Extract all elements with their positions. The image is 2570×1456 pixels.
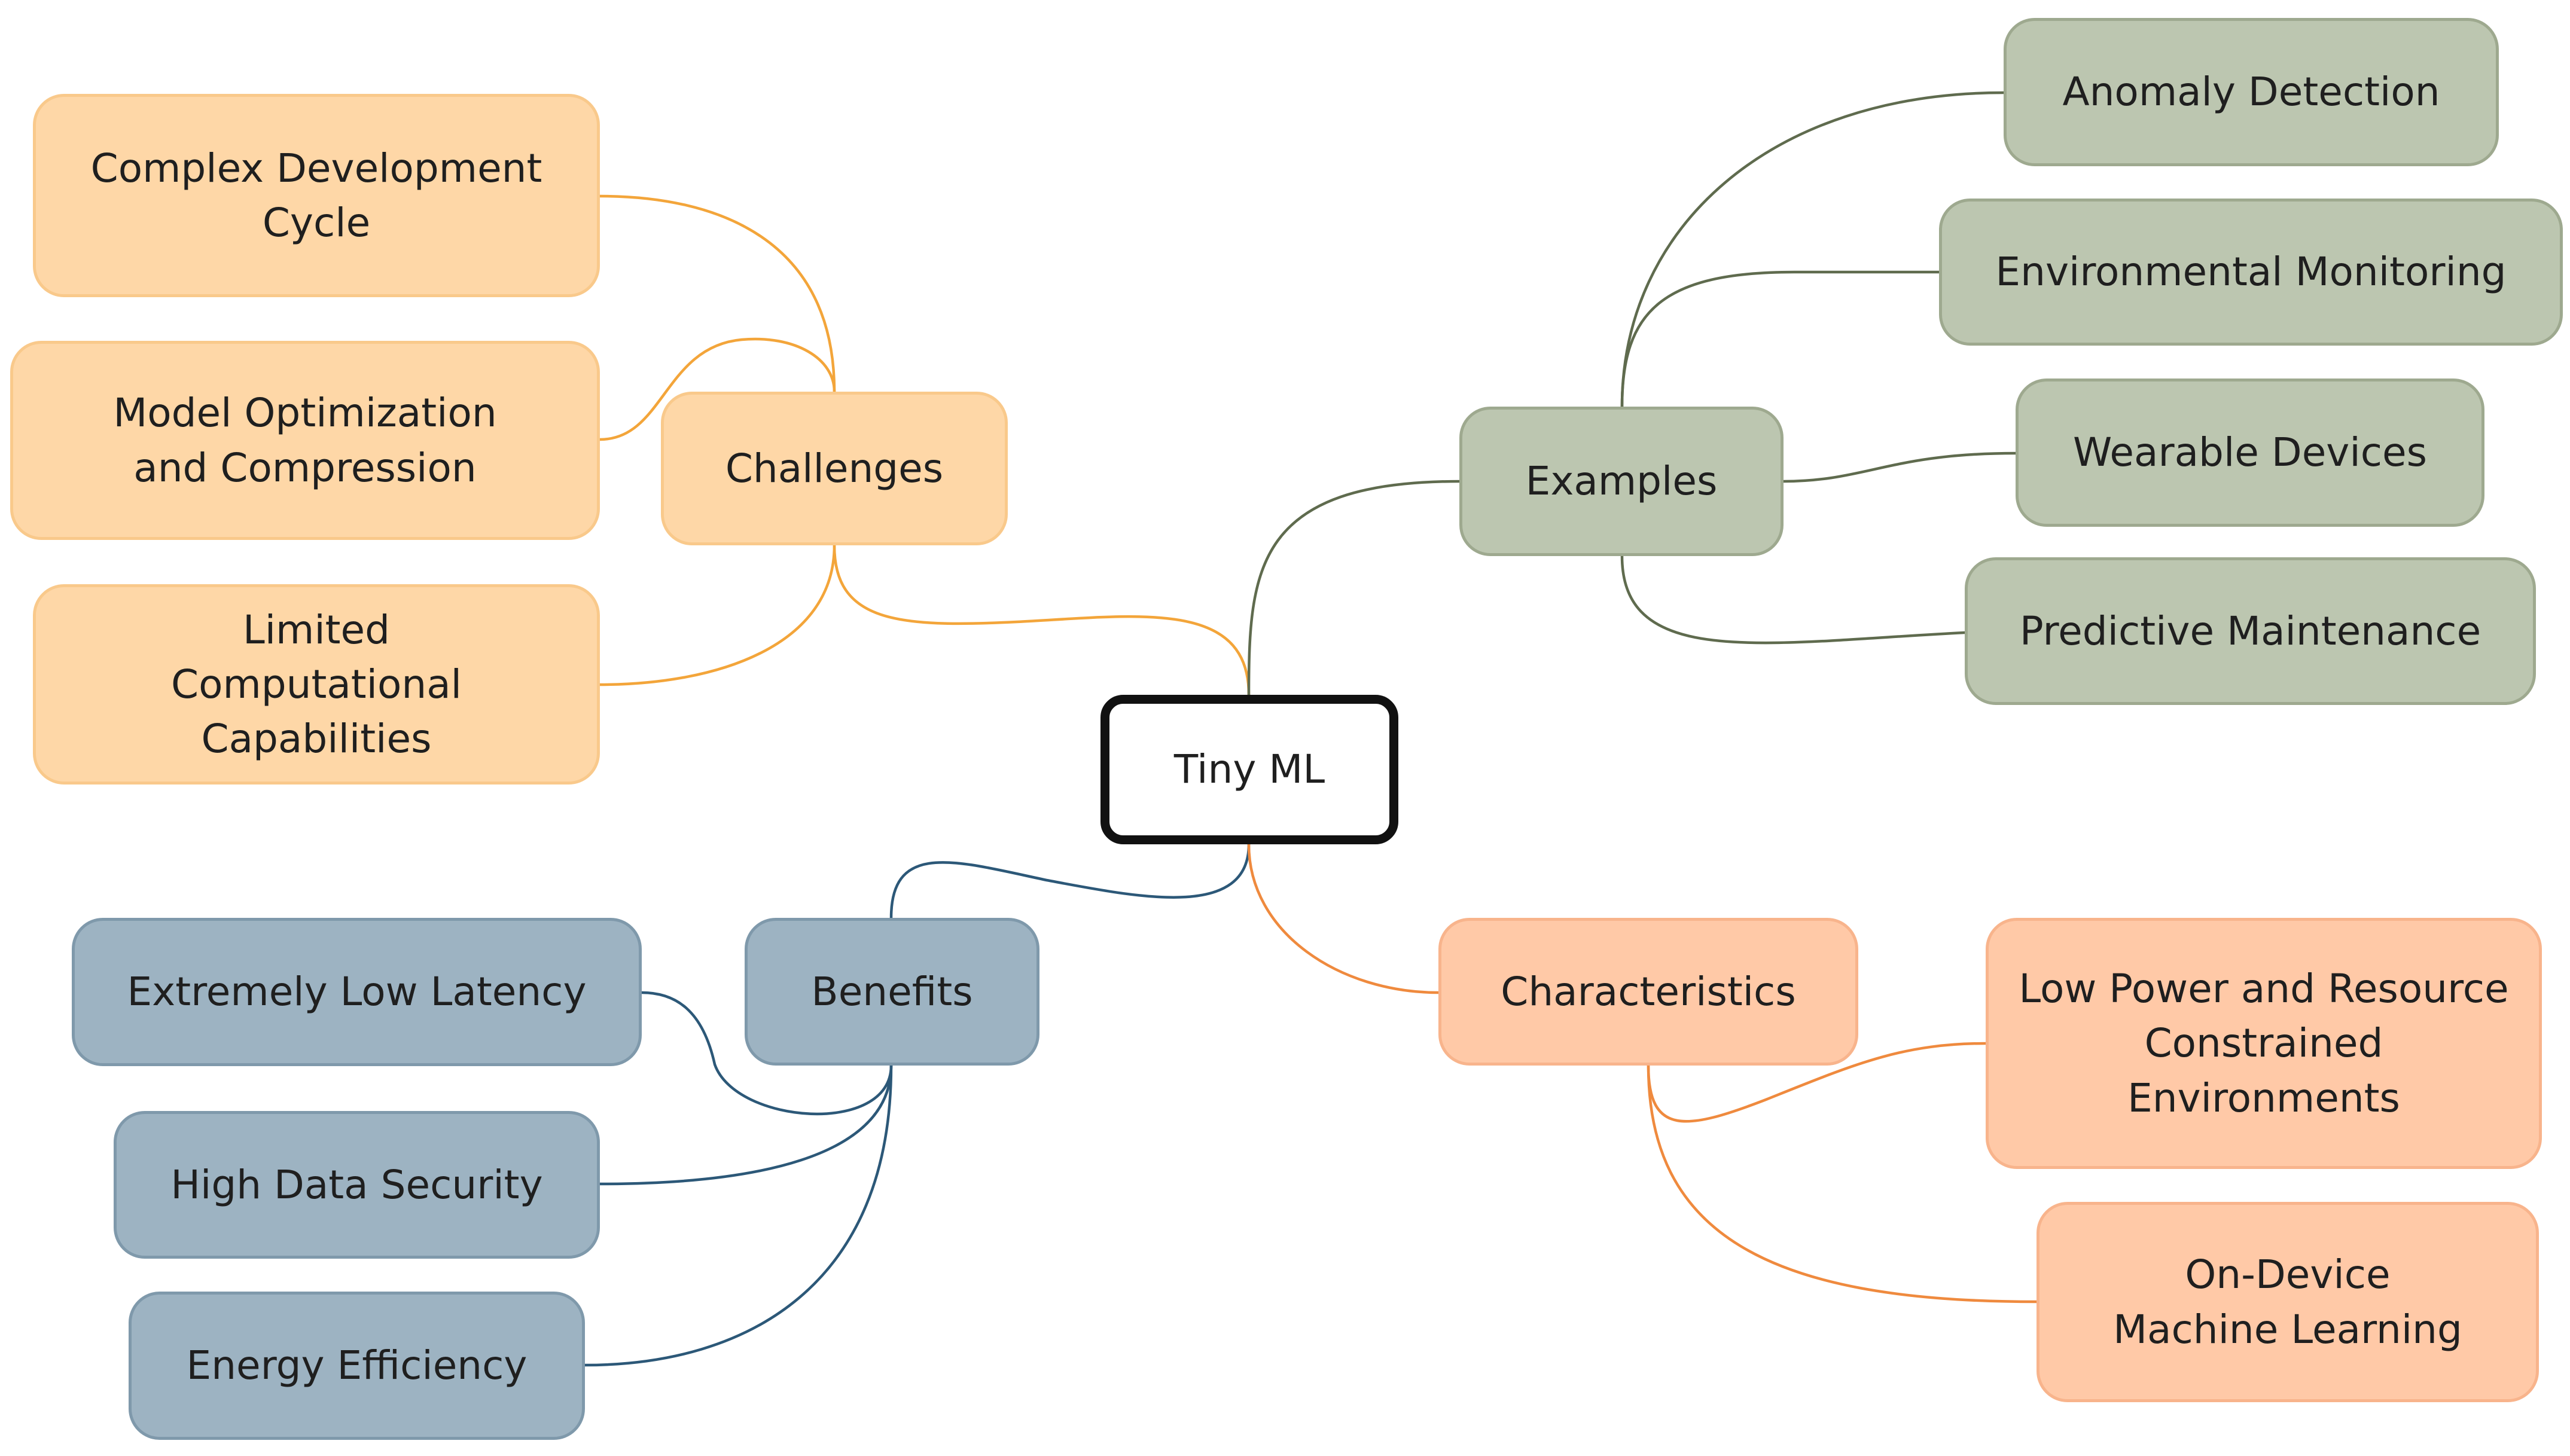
leaf-node-energy-efficiency[interactable]: Energy Efficiency bbox=[129, 1292, 585, 1440]
edge-benefits-extremely-low-latency bbox=[640, 991, 893, 1116]
branch-node-characteristics[interactable]: Characteristics bbox=[1438, 918, 1858, 1066]
edge-challenges-limited-computational bbox=[598, 544, 836, 686]
edge-examples-wearable-devices bbox=[1782, 451, 2017, 483]
edge-examples-environmental-monitoring bbox=[1620, 270, 1941, 408]
edge-benefits-energy-efficiency bbox=[583, 1064, 893, 1367]
branch-node-label: Characteristics bbox=[1501, 968, 1796, 1015]
edge-examples-anomaly-detection bbox=[1620, 91, 2005, 408]
edge-root-benefits bbox=[889, 843, 1251, 920]
leaf-node-label: Complex Development Cycle bbox=[90, 145, 542, 246]
edge-challenges-complex-development-cycle bbox=[598, 194, 836, 393]
leaf-node-environmental-monitoring[interactable]: Environmental Monitoring bbox=[1939, 199, 2563, 346]
leaf-node-extremely-low-latency[interactable]: Extremely Low Latency bbox=[72, 918, 642, 1066]
branch-node-label: Challenges bbox=[725, 445, 944, 492]
root-node-label: Tiny ML bbox=[1173, 746, 1325, 793]
edge-benefits-high-data-security bbox=[598, 1064, 893, 1186]
edge-root-examples bbox=[1247, 480, 1461, 697]
edge-root-characteristics bbox=[1247, 843, 1440, 994]
branch-node-challenges[interactable]: Challenges bbox=[661, 392, 1008, 545]
edge-characteristics-on-device bbox=[1647, 1064, 2038, 1304]
leaf-node-label: Predictive Maintenance bbox=[2019, 608, 2481, 654]
branch-node-examples[interactable]: Examples bbox=[1459, 407, 1784, 556]
leaf-node-limited-computational-capabilities[interactable]: Limited Computational Capabilities bbox=[33, 584, 600, 785]
leaf-node-high-data-security[interactable]: High Data Security bbox=[114, 1111, 600, 1259]
leaf-node-label: Extremely Low Latency bbox=[127, 969, 587, 1015]
leaf-node-wearable-devices[interactable]: Wearable Devices bbox=[2016, 379, 2484, 527]
edge-examples-predictive-maintenance bbox=[1620, 554, 1967, 645]
leaf-node-complex-development-cycle[interactable]: Complex Development Cycle bbox=[33, 94, 600, 297]
edge-characteristics-low-power bbox=[1647, 1042, 1987, 1123]
leaf-node-label: Energy Efficiency bbox=[186, 1342, 528, 1389]
leaf-node-label: Anomaly Detection bbox=[2062, 69, 2440, 115]
leaf-node-model-optimization-and-compression[interactable]: Model Optimization and Compression bbox=[10, 341, 600, 540]
leaf-node-predictive-maintenance[interactable]: Predictive Maintenance bbox=[1965, 557, 2536, 705]
edge-challenges-model-optimization bbox=[598, 337, 836, 441]
branch-node-benefits[interactable]: Benefits bbox=[745, 918, 1039, 1066]
leaf-node-low-power-and-resource-constrained-environments[interactable]: Low Power and Resource Constrained Envir… bbox=[1986, 918, 2542, 1169]
branch-node-label: Benefits bbox=[811, 968, 973, 1015]
leaf-node-label: On-Device Machine Learning bbox=[2113, 1252, 2462, 1353]
leaf-node-label: High Data Security bbox=[170, 1161, 543, 1208]
leaf-node-label: Model Optimization and Compression bbox=[113, 390, 497, 491]
leaf-node-label: Low Power and Resource Constrained Envir… bbox=[2019, 966, 2509, 1121]
root-node[interactable]: Tiny ML bbox=[1100, 695, 1398, 844]
edge-root-challenges bbox=[833, 544, 1251, 697]
leaf-node-label: Limited Computational Capabilities bbox=[170, 606, 462, 762]
branch-node-label: Examples bbox=[1525, 458, 1718, 505]
leaf-node-label: Wearable Devices bbox=[2073, 429, 2427, 476]
leaf-node-anomaly-detection[interactable]: Anomaly Detection bbox=[2004, 18, 2499, 166]
leaf-node-on-device-machine-learning[interactable]: On-Device Machine Learning bbox=[2037, 1202, 2539, 1402]
leaf-node-label: Environmental Monitoring bbox=[1995, 249, 2507, 295]
